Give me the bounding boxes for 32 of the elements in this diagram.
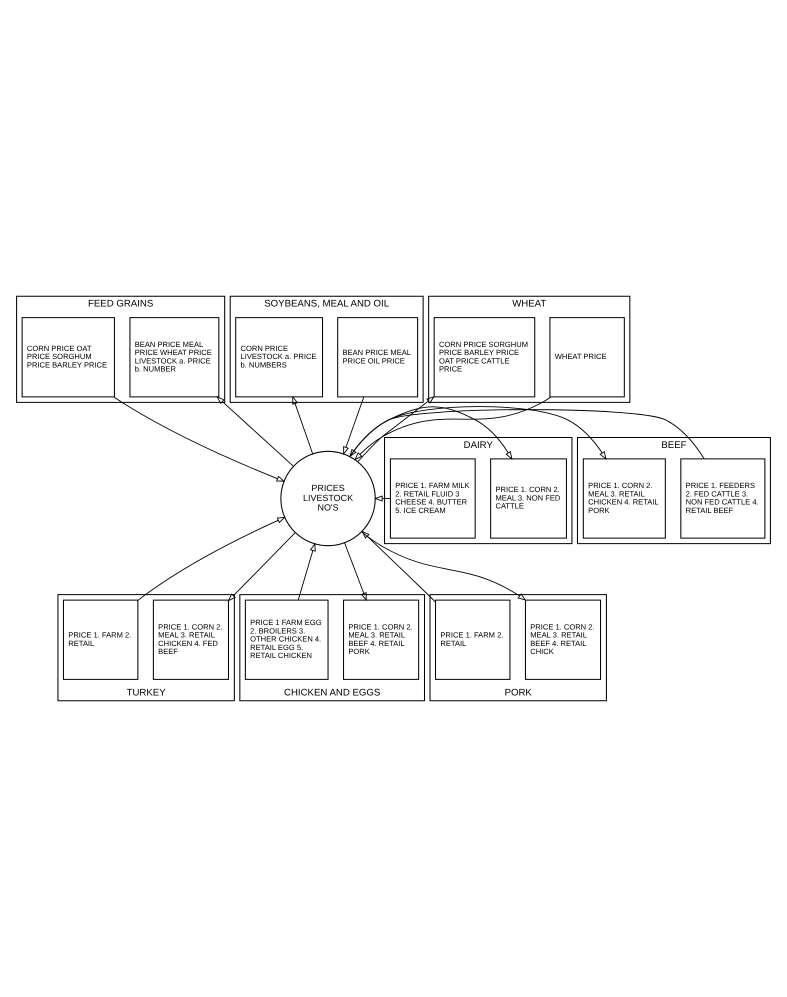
node-box: CORN PRICE OAT PRICE SORGHUM PRICE BARLEY PRICE — [22, 317, 115, 398]
arrow — [292, 396, 314, 454]
arrow — [298, 542, 316, 600]
node-box: PRICE 1. FARM 2. RETAIL — [435, 600, 510, 680]
arrow — [344, 542, 367, 602]
node-box: CORN PRICE SORGHUM PRICE BARLEY PRICE OAT PRICE CATTLE PRICE — [434, 317, 536, 398]
node-box: BEAN PRICE MEAL PRICE WHEAT PRICE LIVESTOCK a. PRICE b. NUMBER — [129, 317, 220, 398]
arrow — [354, 396, 552, 461]
arrow — [349, 406, 607, 460]
arrow — [349, 406, 513, 460]
arrow — [357, 396, 435, 462]
node-box: PRICE 1. CORN 2. MEAL 3. RETAIL BEEF 4. RETAIL CHICK — [524, 600, 602, 680]
arrow — [343, 396, 364, 456]
node-box: PRICE 1. CORN 2. MEAL 3. RETAIL BEEF 4. RETAIL PORK — [343, 600, 420, 680]
arrow — [349, 409, 705, 460]
arrow — [114, 396, 286, 482]
node-box: WHEAT PRICE — [549, 317, 625, 398]
node-box: CORN PRICE LIVESTOCK a. PRICE b. NUMBERS — [235, 317, 324, 398]
node-box: PRICE 1. FARM 2. RETAIL — [62, 600, 138, 680]
arrow — [374, 495, 391, 502]
arrow — [228, 532, 296, 602]
node-box: PRICE 1. FEEDERS 2. FED CATTLE 3. NON FED CATTLE 4. RETAIL BEEF — [680, 458, 766, 539]
arrow — [216, 396, 294, 467]
node-box: PRICE 1. CORN 2. MEAL 3. RETAIL CHICKEN 4. FED BEEF — [152, 600, 229, 680]
arrow — [361, 530, 436, 602]
node-box: PRICE 1. CORN 2. MEAL 3. NON FED CATTLE — [490, 458, 567, 539]
node-box: BEAN PRICE MEAL PRICE OIL PRICE — [337, 317, 418, 398]
node-box: PRICE 1. CORN 2. MEAL 3. RETAIL CHICKEN 4. RETAIL PORK — [582, 458, 666, 539]
arrow — [361, 532, 526, 601]
node-box: PRICE 1 FARM EGG 2. BROILERS 3. OTHER CHICKEN 4. RETAIL EGG 5. RETAIL CHICKEN — [244, 600, 329, 680]
arrow — [138, 516, 286, 601]
node-box: PRICE 1. FARM MILK 2. RETAIL FLUID 3 CHEESE 4. BUTTER 5. ICE CREAM — [390, 458, 476, 539]
